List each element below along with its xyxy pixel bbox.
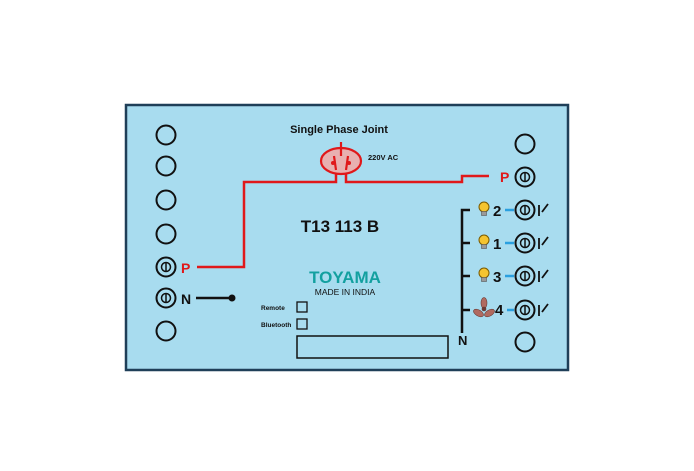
fan-icon [473,297,495,318]
output-terminal [514,199,536,221]
phase-label-left: P [181,260,190,276]
output-row: 4 [473,297,549,321]
switch-icon [538,203,549,216]
brand-tagline: MADE IN INDIA [315,287,376,297]
output-row: 2 [478,199,549,221]
remote-label: Remote [261,305,285,312]
output-number: 4 [495,302,504,319]
output-number: 3 [493,269,501,286]
switch-icon [538,303,549,316]
switch-icon [538,269,549,282]
mounting-hole [155,320,177,342]
joint-connector-icon [319,142,363,176]
output-row: 3 [478,265,549,287]
phase-terminal-right [514,166,536,188]
joint-rating: 220V AC [368,153,399,162]
remote-indicator [296,301,308,313]
bluetooth-label: Bluetooth [261,322,291,329]
brand-logo: TOYAMA [309,268,381,287]
neutral-wire-end [228,294,236,302]
mounting-hole [155,155,177,177]
output-number: 2 [493,203,501,220]
neutral-bus [460,208,470,333]
mounting-hole [155,223,177,245]
bluetooth-indicator [296,318,308,330]
switch-icon [538,236,549,249]
neutral-terminal-left [155,287,177,309]
neutral-bus-label: N [458,333,467,348]
output-row: 1 [478,232,549,254]
model-number: T13 113 B [301,217,379,236]
output-terminal [514,265,536,287]
mounting-hole [155,189,177,211]
display-window [296,335,449,359]
phase-label-right: P [500,169,509,185]
panel-board [124,103,570,372]
mounting-hole [514,331,536,353]
phase-terminal-left [155,256,177,278]
neutral-label-left: N [181,291,191,307]
mounting-hole [155,124,177,146]
phase-wire-right [344,170,489,184]
output-terminal [514,232,536,254]
mounting-hole [514,133,536,155]
joint-title: Single Phase Joint [290,124,388,136]
output-terminal [514,299,536,321]
phase-wire-left [197,170,338,269]
output-number: 1 [493,236,501,253]
